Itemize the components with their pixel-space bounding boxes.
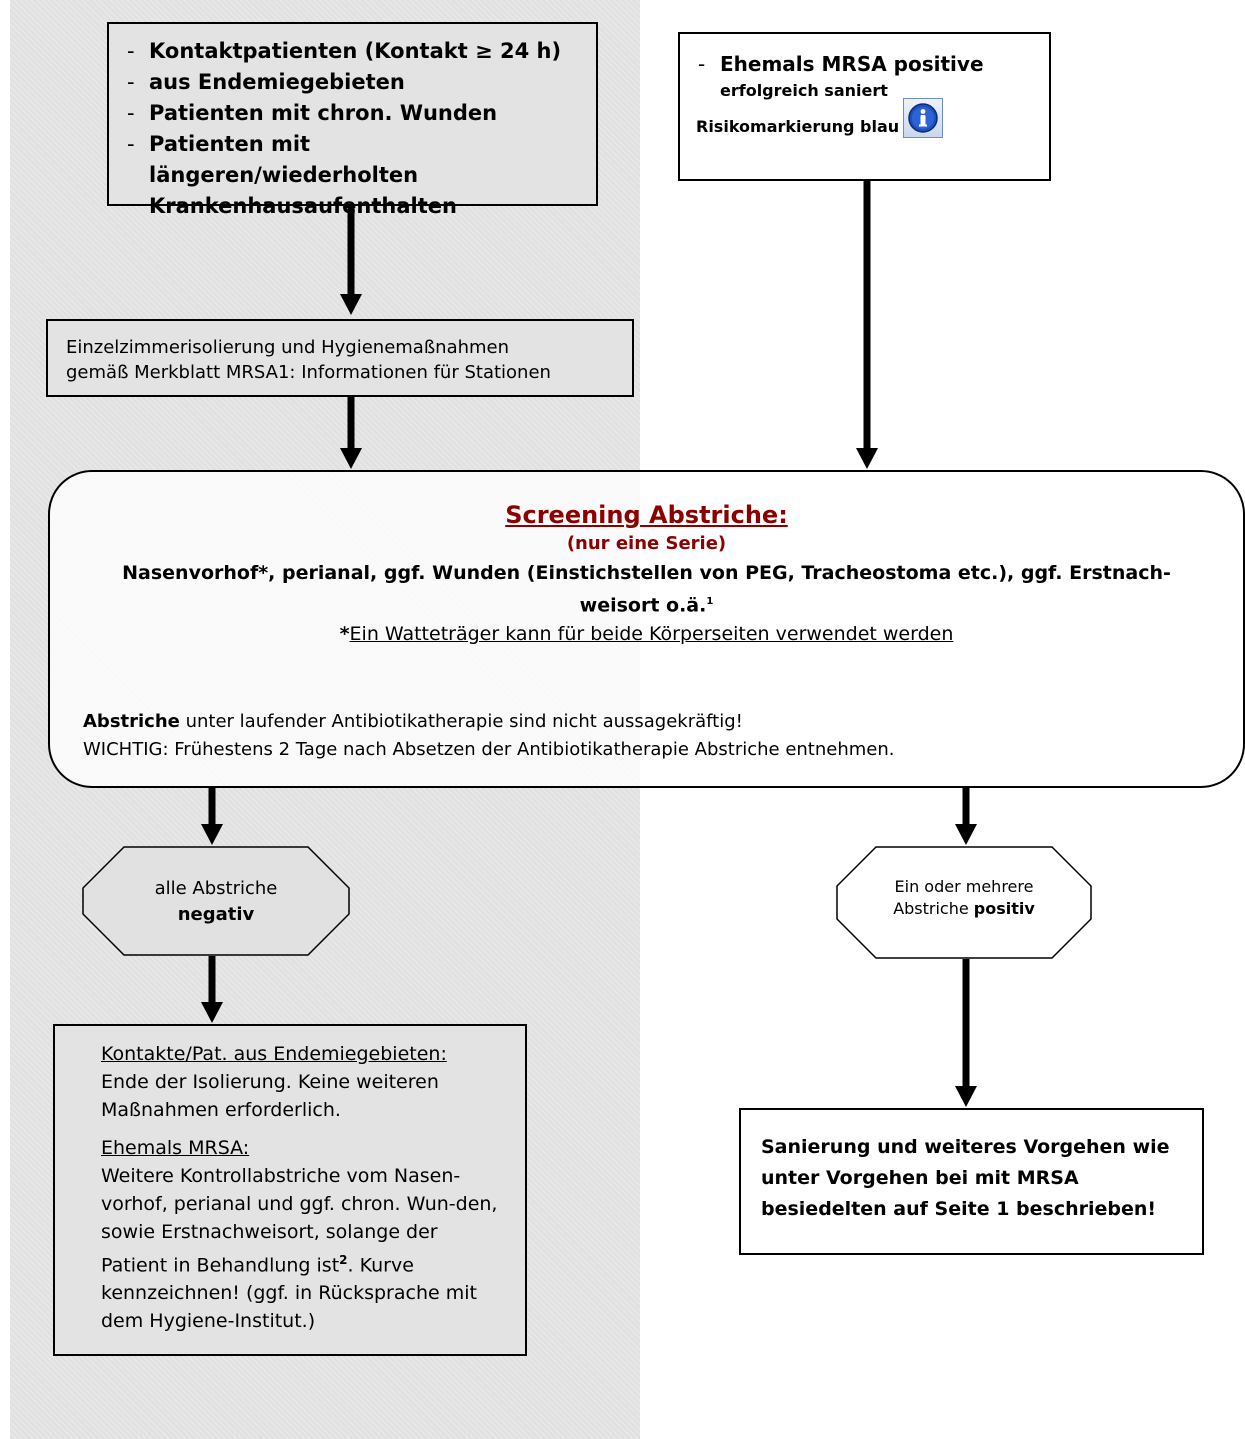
screening-box: Screening Abstriche: (nur eine Serie) Na…: [48, 470, 1245, 788]
note-star: *: [339, 623, 350, 646]
outcome-heading: Kontakte/Pat. aus Endemiegebieten:: [101, 1043, 447, 1065]
isolation-line: Einzelzimmerisolierung und Hygienemaßnah…: [66, 337, 510, 358]
screening-sites: Nasenvorhof*, perianal, ggf. Wunden (Ein…: [122, 562, 1171, 584]
info-icon: [903, 98, 944, 138]
screening-sites: weisort o.ä.: [579, 594, 707, 617]
positive-result-label: Abstriche: [893, 899, 974, 918]
outcome-text: . Kurve kennzeichnen! (ggf. in Rücksprac…: [101, 1254, 477, 1333]
positive-outcome-box: Sanierung und weiteres Vorgehen wie unte…: [739, 1108, 1204, 1255]
swab-note: Ein Watteträger kann für beide Körpersei…: [349, 623, 954, 646]
important-note: WICHTIG: Frühestens 2 Tage nach Absetzen…: [83, 739, 895, 760]
screening-subtitle: (nur eine Serie): [566, 533, 727, 554]
flow-arrow: [201, 956, 223, 1023]
warning-text: unter laufender Antibiotikatherapie sind…: [179, 711, 743, 732]
positive-result-node: Ein oder mehrere Abstriche positiv: [836, 846, 1092, 959]
flow-arrow: [340, 396, 362, 469]
former-mrsa-box: - Ehemals MRSA positive erfolgreich sani…: [678, 32, 1051, 181]
former-mrsa-sub: erfolgreich saniert: [720, 81, 888, 100]
flow-arrow: [340, 204, 362, 315]
isolation-line: gemäß Merkblatt MRSA1: Informationen für…: [66, 362, 551, 383]
outcome-text: Ende der Isolierung. Keine weiteren Maßn…: [101, 1071, 439, 1121]
former-mrsa-label: Ehemals MRSA positive: [720, 52, 984, 76]
risk-marker-label: Risikomarkierung blau: [696, 117, 900, 136]
risk-group-item: Patienten mit chron. Wunden: [121, 98, 586, 129]
warning-bold: Abstriche: [83, 711, 180, 732]
negative-result-node: alle Abstriche negativ: [82, 846, 350, 956]
outcome-heading: Ehemals MRSA:: [101, 1137, 250, 1159]
negative-outcome-box: Kontakte/Pat. aus Endemiegebieten: Ende …: [53, 1024, 527, 1356]
footnote-marker: 2: [339, 1253, 348, 1267]
footnote-marker: 1: [706, 596, 714, 607]
outcome-text: Weitere Kontrollabstriche vom Nasen-vorh…: [101, 1165, 498, 1277]
risk-group-box: Kontaktpatienten (Kontakt ≥ 24 h) aus En…: [107, 22, 598, 218]
negative-result-value: negativ: [177, 904, 255, 925]
risk-group-item: aus Endemiegebieten: [121, 67, 586, 98]
negative-result-label: alle Abstriche: [154, 878, 278, 899]
positive-result-label: Ein oder mehrere: [894, 877, 1034, 896]
flow-arrow: [201, 788, 223, 845]
flow-arrow: [955, 959, 977, 1107]
risk-group-item: Kontaktpatienten (Kontakt ≥ 24 h): [121, 36, 586, 67]
outcome-text: Sanierung und weiteres Vorgehen wie unte…: [761, 1136, 1170, 1220]
flow-arrow: [955, 788, 977, 845]
risk-group-item: Patienten mit längeren/wiederholten Kran…: [121, 129, 586, 222]
risk-group-list: Kontaktpatienten (Kontakt ≥ 24 h) aus En…: [121, 36, 586, 222]
screening-title: Screening Abstriche:: [505, 501, 788, 529]
flow-arrow: [856, 180, 878, 469]
positive-result-value: positiv: [973, 899, 1035, 918]
isolation-box: Einzelzimmerisolierung und Hygienemaßnah…: [46, 319, 634, 397]
